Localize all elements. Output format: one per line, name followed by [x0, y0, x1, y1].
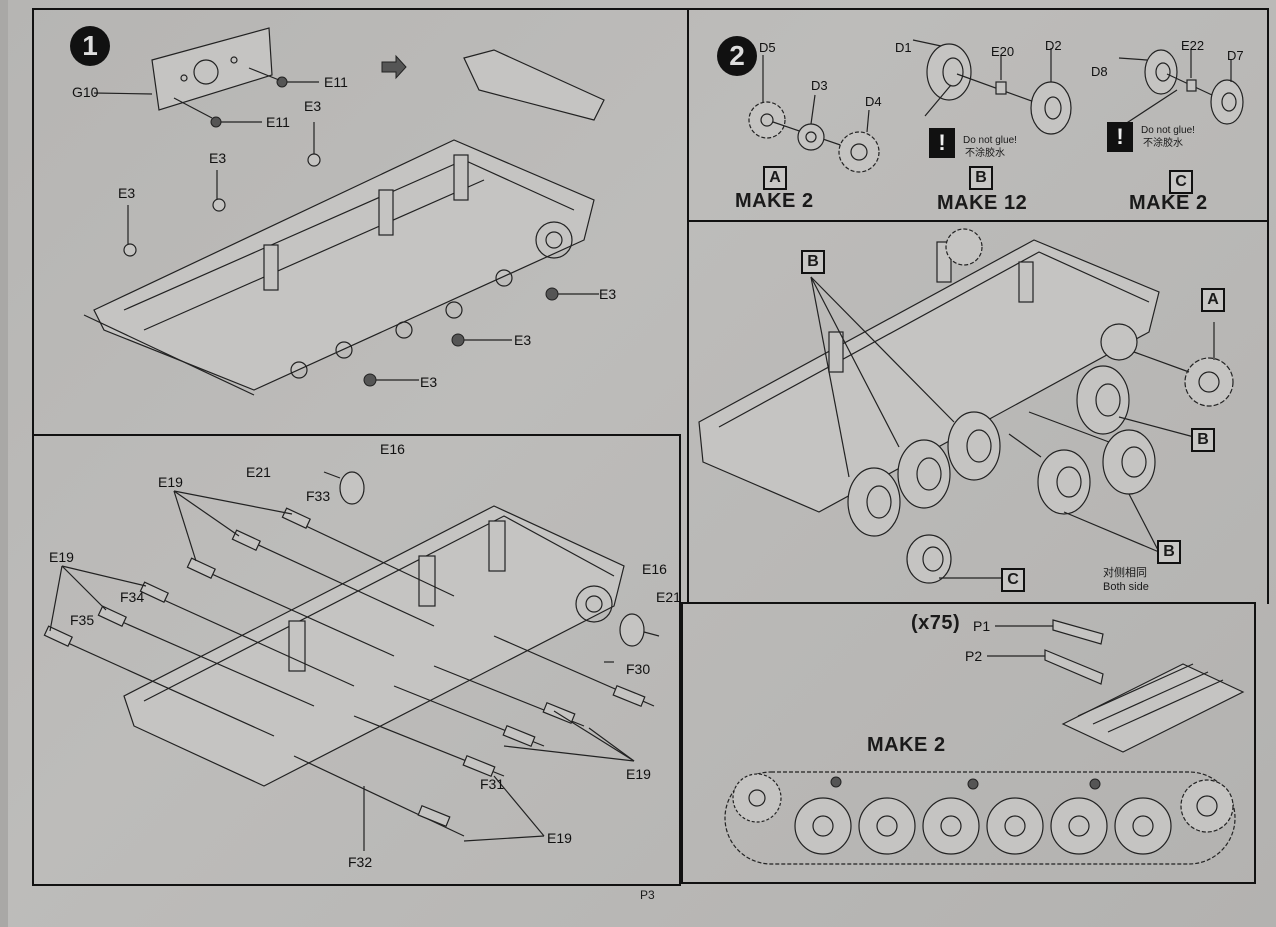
part-label: F32 — [348, 854, 373, 870]
wheel-installation-diagram — [698, 228, 1234, 584]
track-link-count: (x75) — [911, 612, 961, 634]
part-label: F31 — [480, 776, 505, 792]
part-label: E3 — [118, 185, 136, 201]
part-label: P2 — [965, 648, 983, 664]
subassembly-callout-b: B — [1157, 540, 1181, 564]
subassembly-callout-b: B — [1191, 428, 1215, 452]
part-label: F34 — [120, 589, 145, 605]
part-label: E21 — [246, 464, 271, 480]
part-label: E19 — [626, 766, 651, 782]
subassembly-callout-a: A — [763, 166, 787, 190]
part-label: E3 — [514, 332, 532, 348]
warning-icon: ! — [1107, 122, 1133, 152]
warning-text: Do not glue! 不涂胶水 — [963, 134, 1017, 160]
part-label: D8 — [1091, 64, 1108, 79]
make-quantity: MAKE 12 — [937, 192, 1028, 214]
part-label: D5 — [759, 40, 776, 55]
step2-subassemblies-panel: 2 D5 D3 D4 A MAKE 2 D1 E20 D2 ! Do not g… — [687, 8, 1269, 222]
part-label: P1 — [973, 618, 991, 634]
note-zh: 对侧相同 — [1103, 567, 1147, 579]
track-assembly-panel: (x75) P1 P2 MAKE 2 — [681, 602, 1256, 884]
step1-bottom-panel: E21 E16 E19 F33 E19 F34 F35 E16 E21 F30 … — [32, 434, 681, 886]
subassembly-callout-c: C — [1169, 170, 1193, 194]
part-label: D3 — [811, 78, 828, 93]
subassembly-callout-b: B — [801, 250, 825, 274]
subassembly-callout-b: B — [969, 166, 993, 190]
track-diagram — [724, 619, 1245, 865]
track-run — [724, 771, 1236, 865]
make-quantity: MAKE 2 — [1129, 192, 1208, 214]
note-en: Both side — [1103, 581, 1149, 593]
part-label: E20 — [991, 44, 1015, 59]
both-side-note: 对侧相同 Both side — [1103, 566, 1149, 594]
part-label: E3 — [304, 98, 322, 114]
warning-text-en: Do not glue! — [963, 135, 1017, 146]
part-label: E3 — [420, 374, 438, 390]
part-label: E22 — [1181, 38, 1205, 53]
part-label: E19 — [49, 549, 74, 565]
step1-top-panel: 1 G10 E11 — [32, 8, 689, 436]
step-number-badge: 2 — [717, 36, 757, 76]
right-arrow-icon — [381, 54, 407, 80]
suspension-arms-diagram — [43, 471, 660, 851]
part-label: E16 — [380, 441, 405, 457]
warning-text-zh: 不涂胶水 — [965, 148, 1005, 159]
hull-body — [698, 239, 1160, 513]
hull-body — [123, 505, 625, 787]
part-label: F33 — [306, 488, 331, 504]
part-label: E21 — [656, 589, 681, 605]
part-label: E3 — [209, 150, 227, 166]
part-label: E11 — [324, 74, 348, 90]
hull-rear-plate-diagram — [83, 27, 605, 396]
subassembly-callout-c: C — [1001, 568, 1025, 592]
step-number-badge: 1 — [70, 26, 110, 66]
warning-icon: ! — [929, 128, 955, 158]
part-label: G10 — [72, 84, 99, 100]
hull-body — [93, 139, 595, 391]
part-label: E19 — [158, 474, 183, 490]
part-label: D4 — [865, 94, 882, 109]
warning-text-en: Do not glue! — [1141, 125, 1195, 136]
make-quantity: MAKE 2 — [867, 734, 946, 756]
part-label: E3 — [599, 286, 617, 302]
road-wheels — [794, 797, 1172, 855]
rear-plate-g10 — [151, 27, 273, 111]
idler-wheel — [732, 773, 782, 823]
part-label: D7 — [1227, 48, 1244, 63]
wheel-subassemblies-diagram — [748, 39, 1244, 173]
warning-text-zh: 不涂胶水 — [1143, 138, 1183, 149]
warning-text: Do not glue! 不涂胶水 — [1141, 124, 1195, 150]
part-label: D1 — [895, 40, 912, 55]
subassembly-callout-a: A — [1201, 288, 1225, 312]
part-label: D2 — [1045, 38, 1062, 53]
part-label: E19 — [547, 830, 572, 846]
page-number: P3 — [640, 888, 655, 902]
part-label: E16 — [642, 561, 667, 577]
part-label: F30 — [626, 661, 651, 677]
sprocket-wheel — [1180, 779, 1234, 833]
part-label: E11 — [266, 114, 290, 130]
make-quantity: MAKE 2 — [735, 190, 814, 212]
step2-assembly-panel: B A B B C 对侧相同 Both side — [687, 220, 1269, 604]
part-label: F35 — [70, 612, 95, 628]
